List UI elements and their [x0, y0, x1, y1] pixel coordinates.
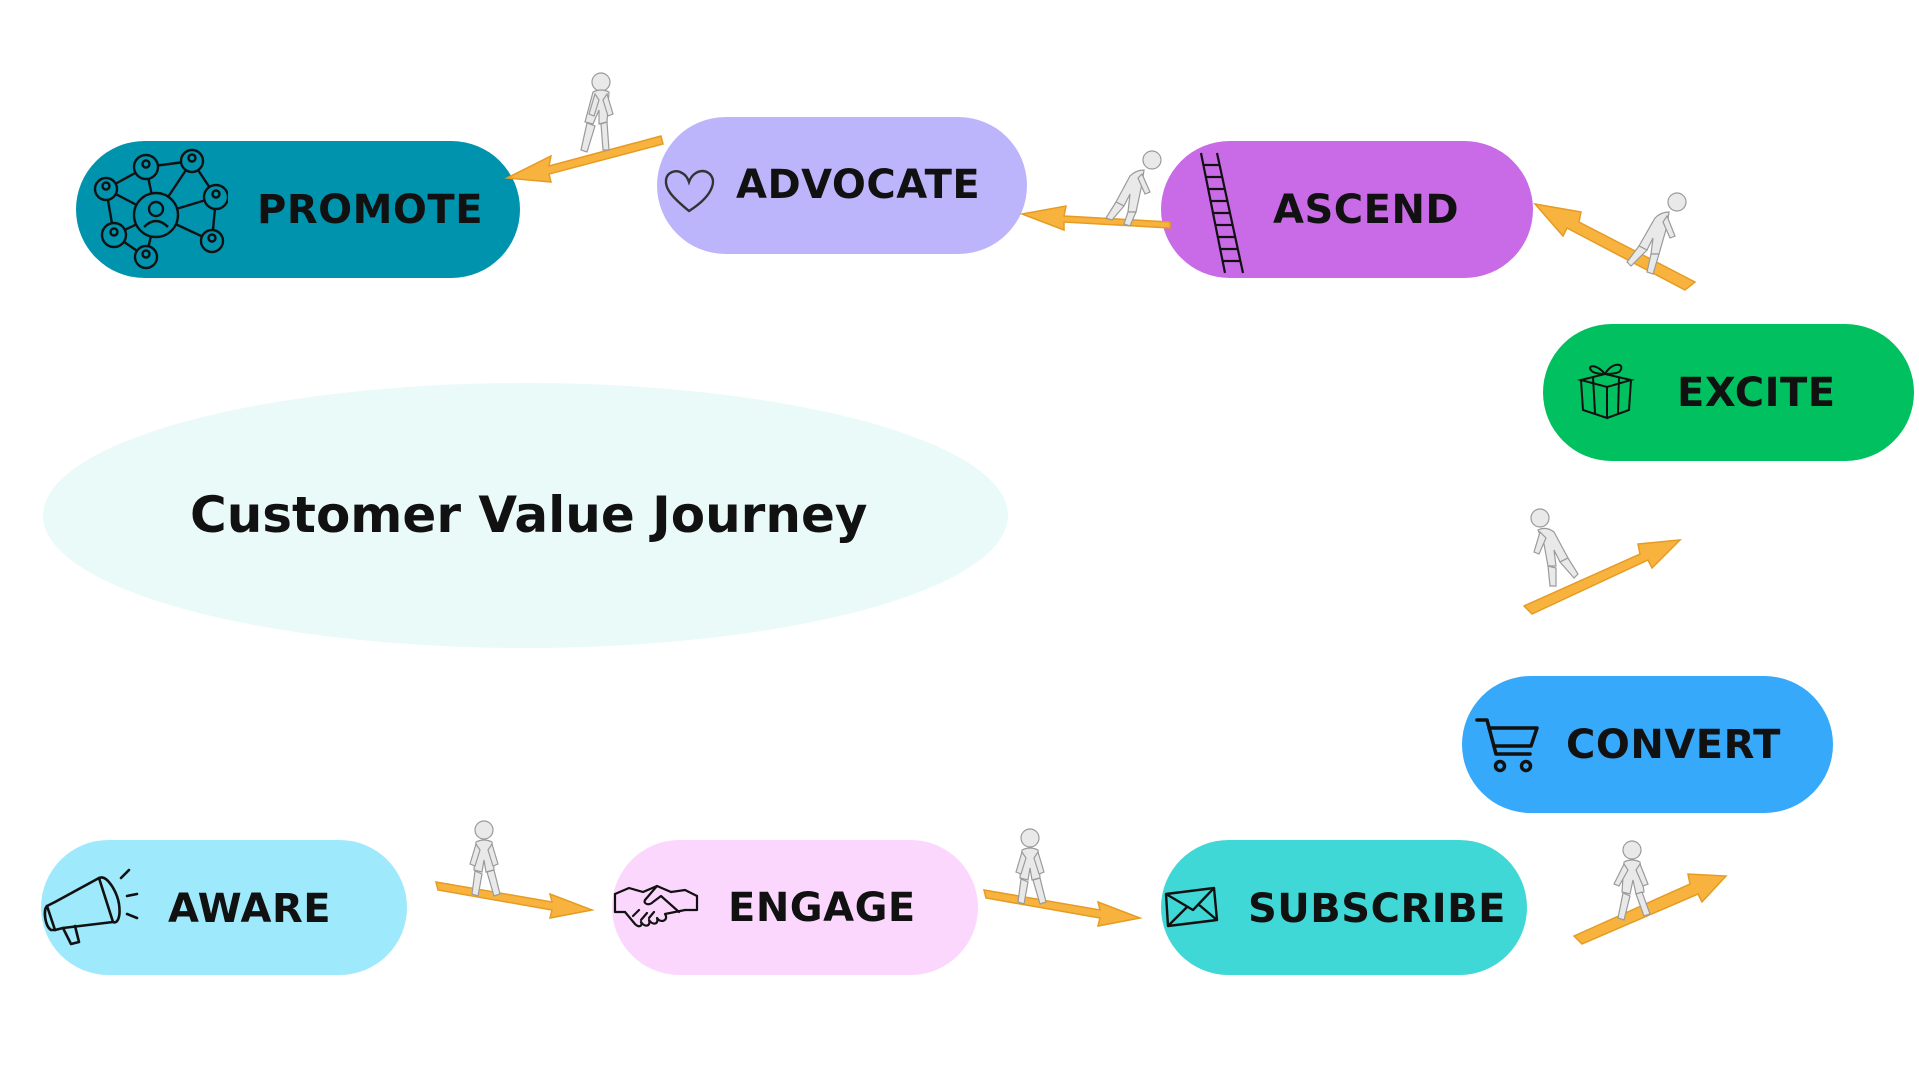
stage-aware: AWARE	[41, 840, 407, 975]
gift-box-icon	[1577, 363, 1635, 420]
person-on-arrow-icon	[982, 828, 1143, 927]
stage-label-subscribe: SUBSCRIBE	[1248, 886, 1506, 932]
stage-label-ascend: ASCEND	[1273, 187, 1460, 233]
connector-subscribe-convert	[1573, 840, 1727, 945]
heart-icon	[664, 169, 715, 213]
stage-label-engage: ENGAGE	[728, 885, 916, 931]
stage-engage: ENGAGE	[612, 840, 978, 975]
person-on-arrow-icon	[1573, 840, 1727, 945]
connector-aware-engage	[434, 820, 595, 919]
stage-subscribe: SUBSCRIBE	[1161, 840, 1527, 975]
connector-excite-ascend	[1533, 192, 1697, 291]
connector-engage-subscribe	[982, 828, 1143, 927]
person-on-arrow-icon	[434, 820, 595, 919]
connector-ascend-advocate	[1019, 150, 1171, 232]
stage-excite: EXCITE	[1543, 324, 1914, 461]
envelope-icon	[1164, 886, 1219, 928]
title-ellipse	[43, 383, 1008, 648]
network-people-icon	[93, 148, 228, 270]
ladder-icon	[1199, 152, 1245, 274]
megaphone-icon	[43, 868, 139, 946]
stage-advocate: ADVOCATE	[657, 117, 1027, 254]
shopping-cart-icon	[1475, 718, 1539, 773]
handshake-icon	[613, 884, 699, 928]
stage-convert: CONVERT	[1462, 676, 1833, 813]
diagram-title: Customer Value Journey	[190, 486, 868, 544]
stage-label-convert: CONVERT	[1566, 722, 1781, 768]
stage-label-aware: AWARE	[168, 886, 332, 932]
person-on-arrow-icon	[504, 72, 664, 183]
connector-convert-excite	[1522, 508, 1683, 615]
person-on-arrow-icon	[1522, 508, 1683, 615]
stage-ascend: ASCEND	[1161, 141, 1533, 278]
stage-label-advocate: ADVOCATE	[736, 162, 981, 208]
connector-advocate-promote	[504, 72, 664, 183]
person-on-arrow-icon	[1533, 192, 1697, 291]
stage-promote: PROMOTE	[76, 141, 520, 278]
stage-label-excite: EXCITE	[1677, 370, 1836, 416]
stage-label-promote: PROMOTE	[257, 187, 484, 233]
person-on-arrow-icon	[1019, 150, 1171, 232]
